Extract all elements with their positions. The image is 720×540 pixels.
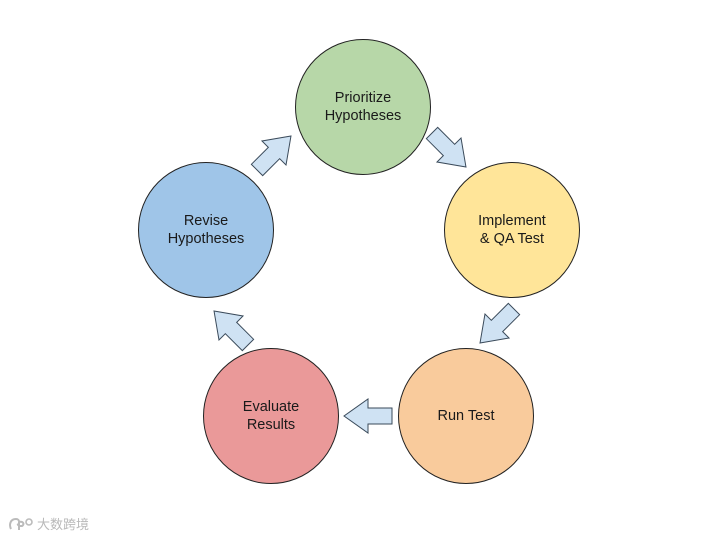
step-evaluate-results: Evaluate Results xyxy=(203,348,339,484)
arrow-revise-to-prioritize xyxy=(250,135,292,177)
step-prioritize-hypotheses: Prioritize Hypotheses xyxy=(295,39,431,175)
arrow-evaluate-to-revise xyxy=(213,310,255,352)
logo-mark-icon xyxy=(8,516,34,532)
watermark-text: 大数跨境 xyxy=(37,517,90,532)
step-label-evaluate: Evaluate Results xyxy=(242,399,300,433)
step-label-implement: Implement & QA Test xyxy=(478,213,546,247)
step-run-test: Run Test xyxy=(398,348,534,484)
step-implement-qa-test: Implement & QA Test xyxy=(444,162,580,298)
arrow-implement-to-run xyxy=(479,302,521,344)
step-label-revise: Revise Hypotheses xyxy=(167,213,245,247)
arrow-run-to-evaluate xyxy=(343,398,393,434)
step-label-run-test: Run Test xyxy=(437,408,495,424)
step-label-prioritize: Prioritize Hypotheses xyxy=(324,90,402,124)
watermark: 大数跨境 xyxy=(8,514,89,533)
arrow-prioritize-to-implement xyxy=(425,126,467,168)
step-revise-hypotheses: Revise Hypotheses xyxy=(138,162,274,298)
